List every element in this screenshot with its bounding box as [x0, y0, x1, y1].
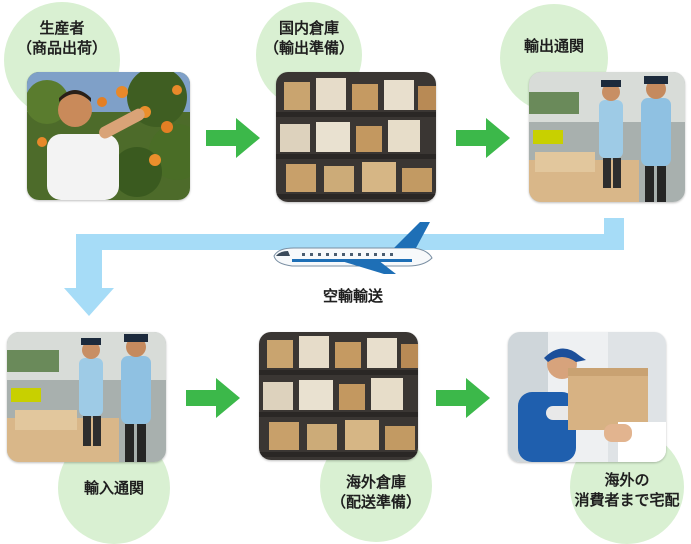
domestic-warehouse-photo — [276, 72, 436, 202]
right-arrow-icon — [456, 118, 510, 158]
overseas-consumer-photo — [508, 332, 666, 462]
step-label-export-customs: 輸出通関 — [523, 37, 584, 55]
step-label-overseas-consumer: 海外の 消費者まで宅配 — [574, 471, 680, 509]
export-customs-photo — [529, 72, 685, 202]
airplane-icon — [273, 222, 433, 274]
producer-photo — [27, 72, 190, 200]
step-label-import-customs: 輸入通関 — [83, 479, 144, 497]
import-customs-photo — [7, 332, 166, 462]
right-arrow-icon — [186, 378, 240, 418]
right-arrow-icon — [206, 118, 260, 158]
step-label-overseas-warehouse: 海外倉庫 （配送準備） — [330, 473, 421, 511]
step-label-domestic-warehouse: 国内倉庫 （輸出準備） — [263, 19, 354, 57]
right-arrow-icon — [436, 378, 490, 418]
step-label-producer: 生産者 （商品出荷） — [16, 19, 107, 57]
transport-label: 空輸輸送 — [322, 287, 383, 305]
overseas-warehouse-photo — [259, 332, 418, 460]
